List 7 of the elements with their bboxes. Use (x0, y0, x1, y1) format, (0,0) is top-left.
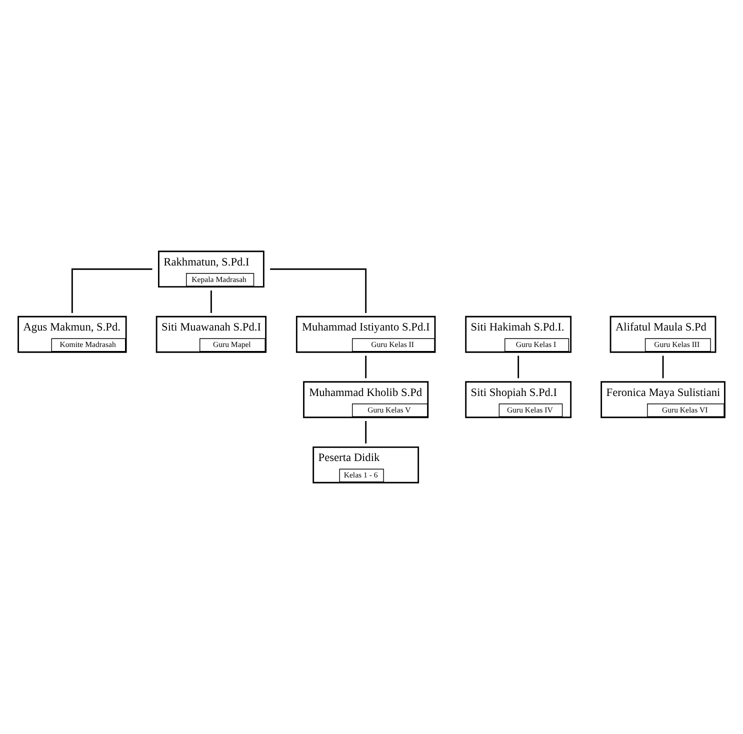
connector (365, 356, 367, 378)
connector (518, 356, 520, 378)
connector (662, 356, 664, 378)
connector (365, 421, 367, 444)
connector (210, 290, 212, 313)
connector (71, 268, 152, 313)
connector (270, 268, 367, 313)
